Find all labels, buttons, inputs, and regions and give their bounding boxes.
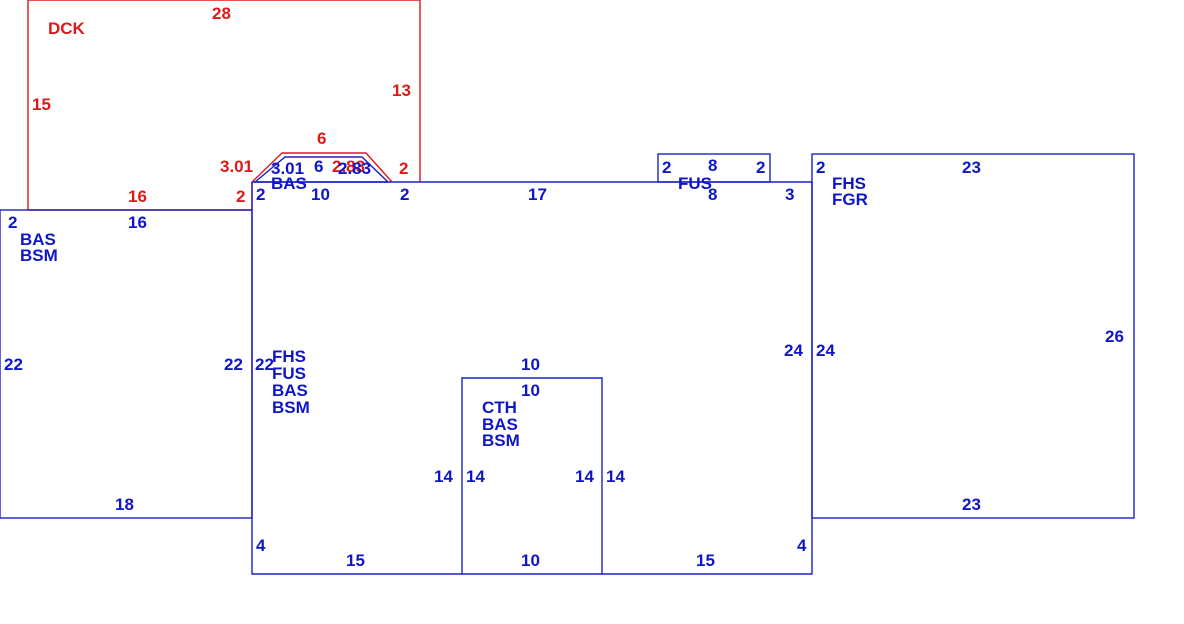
center-code-cth: CTH	[482, 398, 517, 417]
main-left-dimension: 22	[255, 355, 274, 374]
main-code-bas: BAS	[272, 381, 308, 400]
bump-top-dimension: 8	[708, 156, 717, 175]
bay-blue-right-diagonal: 2.83	[338, 159, 371, 178]
center-bottom-dimension: 10	[521, 551, 540, 570]
main-code-fhs: FHS	[272, 347, 306, 366]
main-code-fus: FUS	[272, 364, 306, 383]
west-top-dimension: 16	[128, 213, 147, 232]
bay-red-left-diagonal: 3.01	[220, 157, 253, 176]
east-top-dimension: 23	[962, 158, 981, 177]
deck-outline	[27, 0, 421, 211]
center-top-outer-dimension: 10	[521, 355, 540, 374]
main-top-left-dimension: 2	[256, 185, 265, 204]
main-left-lower-dimension: 4	[256, 536, 266, 555]
center-right-outer-dimension: 14	[606, 467, 625, 486]
west-code-bas: BAS	[20, 230, 56, 249]
main-top-right-dimension: 2	[400, 185, 409, 204]
main-bottom-right-dimension: 15	[696, 551, 715, 570]
bay-blue-bottom-dimension: 10	[311, 185, 330, 204]
east-right-dimension: 26	[1105, 327, 1124, 346]
east-left-dimension: 24	[816, 341, 835, 360]
east-code-fgr: FGR	[832, 190, 868, 209]
main-area-outline	[251, 181, 813, 575]
center-left-outer-dimension: 14	[434, 467, 453, 486]
deck-notch-dimension: 2	[236, 187, 245, 206]
bay-blue-code-label: BAS	[271, 174, 307, 193]
east-corner-dimension: 2	[816, 158, 825, 177]
main-right-lower-dimension: 4	[797, 536, 807, 555]
east-bottom-dimension: 23	[962, 495, 981, 514]
main-top-dimension: 17	[528, 185, 547, 204]
west-corner-dimension: 2	[8, 213, 17, 232]
bay-red-right-diagonal: 2.83	[332, 157, 365, 176]
deck-top-dimension: 28	[212, 4, 231, 23]
deck-code-label: DCK	[48, 19, 86, 38]
deck-right-dimension: 13	[392, 81, 411, 100]
upper-bump-outline	[657, 153, 771, 183]
main-corner-right-dimension: 3	[785, 185, 794, 204]
bump-bottom-dimension: 8	[708, 185, 717, 204]
east-code-fhs: FHS	[832, 174, 866, 193]
center-area-outline	[461, 377, 603, 574]
bay-red-right-dimension: 2	[399, 159, 408, 178]
west-bottom-dimension: 18	[115, 495, 134, 514]
bump-right-dimension: 2	[756, 158, 765, 177]
main-code-bsm: BSM	[272, 398, 310, 417]
deck-left-dimension: 15	[32, 95, 51, 114]
west-code-bsm: BSM	[20, 246, 58, 265]
east-wing-outline	[811, 153, 1135, 519]
bay-red-top-dimension: 6	[317, 129, 326, 148]
bump-left-dimension: 2	[662, 158, 671, 177]
bump-code-label: FUS	[678, 174, 712, 193]
bay-blue-top-dimension: 6	[314, 157, 323, 176]
center-right-inner-dimension: 14	[575, 467, 594, 486]
west-right-dimension: 22	[224, 355, 243, 374]
center-left-inner-dimension: 14	[466, 467, 485, 486]
center-code-bas: BAS	[482, 415, 518, 434]
main-bottom-left-dimension: 15	[346, 551, 365, 570]
bay-blue-left-diagonal: 3.01	[271, 159, 304, 178]
deck-bottom-dimension: 16	[128, 187, 147, 206]
west-left-dimension: 22	[4, 355, 23, 374]
center-top-inner-dimension: 10	[521, 381, 540, 400]
main-right-dimension: 24	[784, 341, 803, 360]
bay-window-red-outline	[251, 152, 393, 183]
center-code-bsm: BSM	[482, 431, 520, 450]
